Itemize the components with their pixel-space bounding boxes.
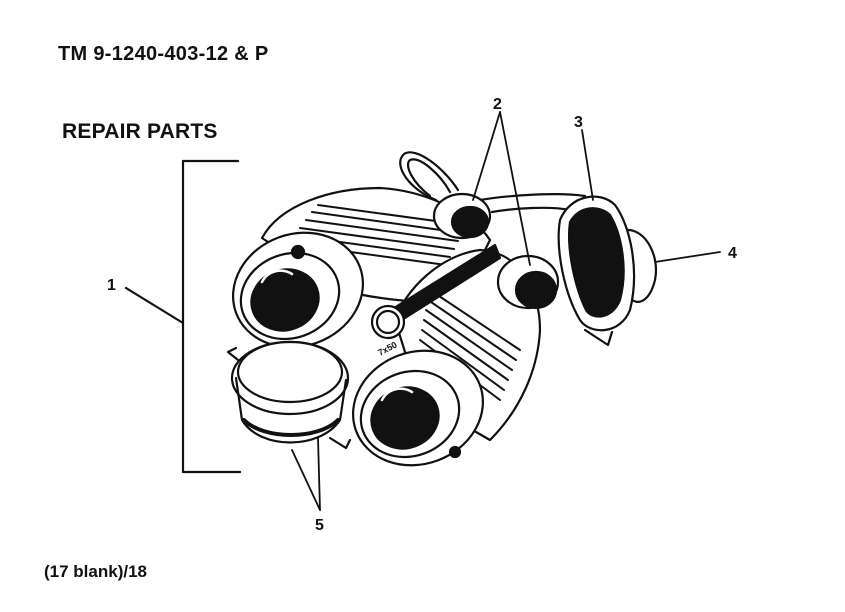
bracket-item-1 xyxy=(124,159,242,474)
callout-3: 3 xyxy=(574,114,583,131)
objective-left xyxy=(231,231,365,349)
callout-1: 1 xyxy=(107,277,116,294)
objective-right xyxy=(351,349,485,467)
callout-2: 2 xyxy=(493,96,502,113)
document-number: TM 9-1240-403-12 & P xyxy=(58,43,269,65)
eyepiece-upper xyxy=(432,192,492,240)
page-footer: (17 blank)/18 xyxy=(44,562,147,581)
callout-5: 5 xyxy=(315,517,324,534)
section-title: REPAIR PARTS xyxy=(62,120,218,143)
neck-strap-loop xyxy=(399,151,460,202)
focus-knob xyxy=(370,304,406,340)
eyepiece-lower xyxy=(496,254,560,310)
eyepiece-cover xyxy=(557,195,658,347)
engraving-power: 7x50 xyxy=(376,340,398,358)
callout-leaders xyxy=(291,111,721,511)
objective-cap xyxy=(226,340,352,450)
strap xyxy=(478,193,587,214)
callout-4: 4 xyxy=(728,245,737,262)
